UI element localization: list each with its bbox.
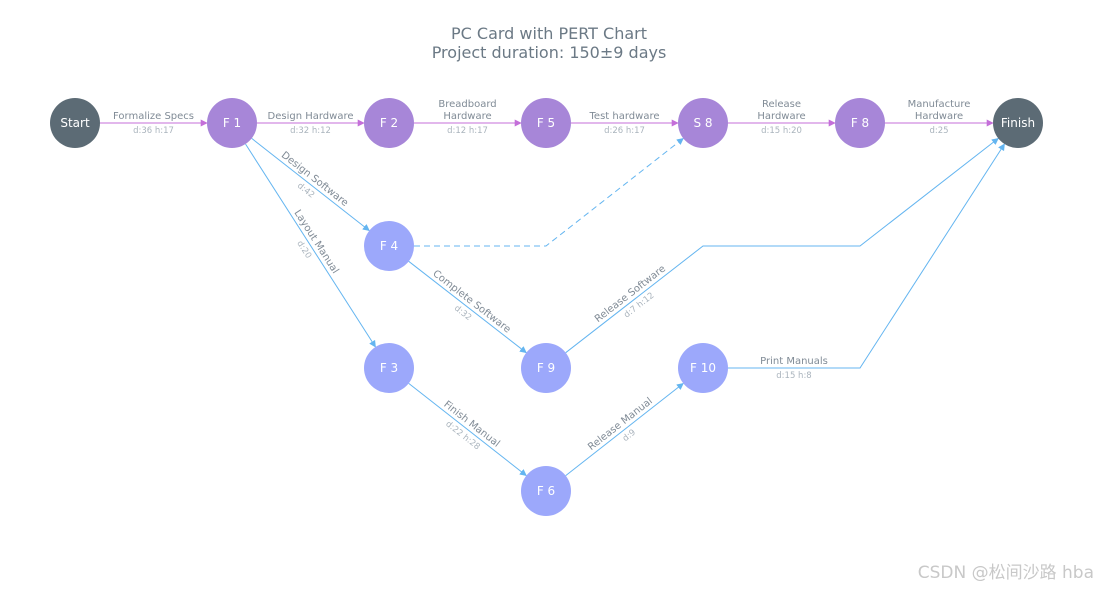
node-circle xyxy=(678,98,728,148)
edge-label: Formalize Specs d:36 h:17 xyxy=(113,111,194,136)
node-f2[interactable]: F 2 xyxy=(364,98,414,148)
node-label: F 5 xyxy=(537,116,555,130)
edge-name-text: Manufacture xyxy=(908,99,971,110)
edge-name-text: Formalize Specs xyxy=(113,111,194,122)
edge-name-text: Complete Software xyxy=(430,268,512,335)
node-f8[interactable]: F 8 xyxy=(835,98,885,148)
node-circle xyxy=(364,221,414,271)
nodes-layer: Start F 1 F 2 F 5 S 8 F 8 Finish F 4 F 3 F 9 F 6 F … xyxy=(50,98,1043,516)
node-s8[interactable]: S 8 xyxy=(678,98,728,148)
edge-line xyxy=(414,137,684,247)
edge-f4-s8[interactable] xyxy=(414,137,684,247)
edge-name-text: Design Software xyxy=(279,150,350,209)
watermark: CSDN @松间沙路 hba xyxy=(917,563,1094,583)
edge-line xyxy=(728,143,1005,369)
edge-name-text: Hardware xyxy=(915,111,963,122)
edge-label: Print Manuals d:15 h:8 xyxy=(760,356,828,381)
node-circle xyxy=(364,98,414,148)
node-f9[interactable]: F 9 xyxy=(521,343,571,393)
node-f4[interactable]: F 4 xyxy=(364,221,414,271)
node-label: S 8 xyxy=(693,116,712,130)
edge-line xyxy=(408,383,527,477)
edge-meta-text: d:12 h:17 xyxy=(447,126,488,136)
node-f5[interactable]: F 5 xyxy=(521,98,571,148)
node-finish[interactable]: Finish xyxy=(993,98,1043,148)
node-circle xyxy=(50,98,100,148)
edge-line xyxy=(565,137,999,354)
chart-subtitle: Project duration: 150±9 days xyxy=(431,43,667,62)
edge-line xyxy=(565,382,684,476)
node-circle xyxy=(993,98,1043,148)
edge-f5-s8[interactable]: Test hardware d:26 h:17 xyxy=(571,111,679,136)
edge-name-text: Breadboard xyxy=(438,99,496,110)
node-circle xyxy=(678,343,728,393)
node-circle xyxy=(835,98,885,148)
edge-meta-text: d:25 xyxy=(929,126,948,136)
edge-start-f1[interactable]: Formalize Specs d:36 h:17 xyxy=(100,111,208,136)
edge-name-text: Test hardware xyxy=(589,111,660,122)
node-label: Start xyxy=(60,116,90,130)
edge-f10-finish[interactable]: Print Manuals d:15 h:8 xyxy=(728,143,1005,381)
node-label: F 1 xyxy=(223,116,241,130)
edge-meta-text: d:15 h:20 xyxy=(761,126,802,136)
edge-meta-text: d:26 h:17 xyxy=(604,126,645,136)
edge-name-text: Hardware xyxy=(443,111,491,122)
node-label: F 9 xyxy=(537,361,555,375)
node-start[interactable]: Start xyxy=(50,98,100,148)
node-f6[interactable]: F 6 xyxy=(521,466,571,516)
edges-layer: Formalize Specs d:36 h:17 Design Hardware d… xyxy=(100,99,1005,477)
node-f1[interactable]: F 1 xyxy=(207,98,257,148)
node-label: Finish xyxy=(1001,116,1035,130)
node-label: F 3 xyxy=(380,361,398,375)
node-label: F 10 xyxy=(690,361,716,375)
edge-name-text: Print Manuals xyxy=(760,356,828,367)
node-circle xyxy=(207,98,257,148)
edge-f1-f2[interactable]: Design Hardware d:32 h:12 xyxy=(257,111,365,136)
node-circle xyxy=(521,98,571,148)
edge-label: Design Hardware d:32 h:12 xyxy=(268,111,354,136)
edge-line xyxy=(245,143,376,348)
edge-meta-text: d:36 h:17 xyxy=(133,126,174,136)
edge-meta-text: d:15 h:8 xyxy=(776,371,811,381)
edge-meta-text: d:32 h:12 xyxy=(290,126,331,136)
node-circle xyxy=(521,466,571,516)
edge-name-text: Release xyxy=(762,99,801,110)
edge-name-text: Hardware xyxy=(757,111,805,122)
node-label: F 6 xyxy=(537,484,555,498)
node-f10[interactable]: F 10 xyxy=(678,343,728,393)
node-f3[interactable]: F 3 xyxy=(364,343,414,393)
node-label: F 2 xyxy=(380,116,398,130)
node-circle xyxy=(364,343,414,393)
node-label: F 8 xyxy=(851,116,869,130)
edge-name-text: Design Hardware xyxy=(268,111,354,122)
chart-title: PC Card with PERT Chart xyxy=(451,24,647,43)
node-label: F 4 xyxy=(380,239,398,253)
chart-title-block: PC Card with PERT Chart Project duration… xyxy=(0,24,1098,62)
edge-label: Test hardware d:26 h:17 xyxy=(589,111,660,136)
edge-line xyxy=(251,138,370,232)
edge-name-text: Release Manual xyxy=(586,396,655,453)
edge-line xyxy=(408,260,527,354)
node-circle xyxy=(521,343,571,393)
